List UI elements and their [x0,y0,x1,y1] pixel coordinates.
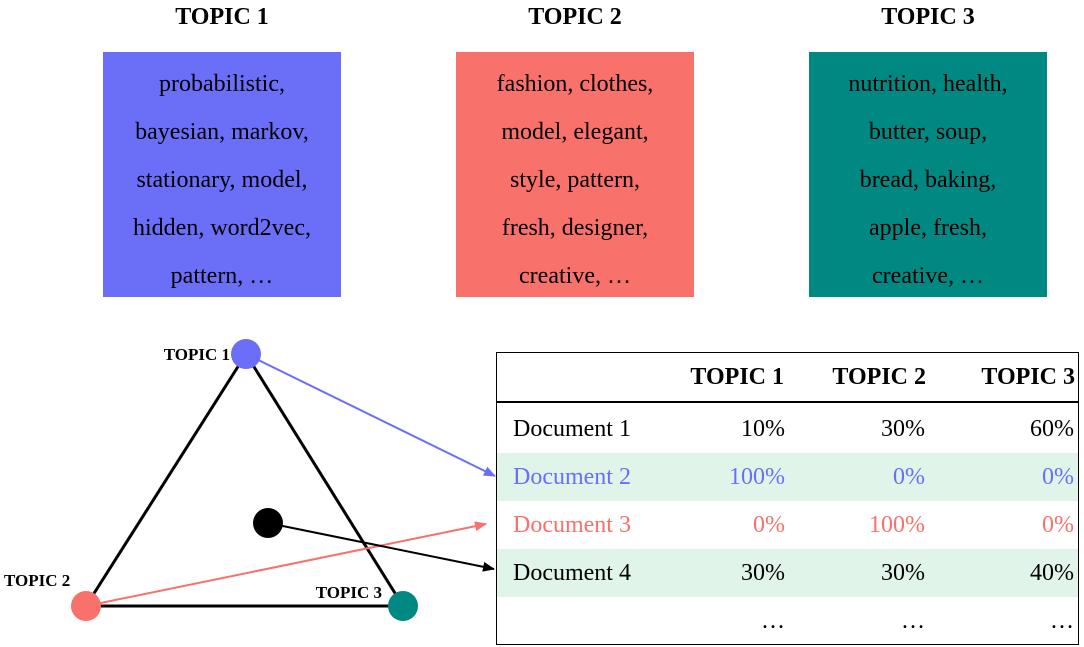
table-row: Document 3 0% 100% 0% [497,501,1078,549]
table-cell: 40% [1030,560,1074,586]
topic-2-word-line: style, pattern, [510,167,640,193]
document-topic-table: TOPIC 1 TOPIC 2 TOPIC 3 Document 1 10% 3… [496,352,1079,645]
topic-3-word-line: apple, fresh, [869,215,987,241]
table-cell: 30% [741,560,785,586]
arrow-point-to-document-4 [267,522,495,572]
table-header-cell: TOPIC 1 [690,364,784,390]
table-cell: 30% [881,416,925,442]
table-cell: … [1050,608,1074,634]
topic-3-word-line: creative, … [872,263,984,289]
table-cell: … [761,608,785,634]
topic-1-title: TOPIC 1 [175,4,269,30]
table-cell: 0% [893,464,925,490]
triangle-edge [244,353,405,607]
topic-2-title: TOPIC 2 [528,4,622,30]
topic-2-word-line: model, elegant, [501,119,649,145]
table-cell: … [901,608,925,634]
table-row: Document 4 30% 30% 40% [497,549,1078,597]
topic-3-word-line: bread, baking, [859,167,997,193]
document-4-point [253,508,283,538]
table-cell: 30% [881,560,925,586]
arrow-topic2-to-document-3 [85,521,487,607]
table-header-cell: TOPIC 3 [981,364,1075,390]
vertex-label-topic-2: TOPIC 2 [4,571,70,590]
vertex-label-topic-1: TOPIC 1 [164,345,230,364]
table-cell: Document 4 [513,560,631,586]
table-cell: 0% [1042,464,1074,490]
table-row: … … … [497,597,1078,645]
topic-1-word-line: bayesian, markov, [135,119,309,145]
table-cell: Document 1 [513,416,631,442]
topic-1-word-line: stationary, model, [136,167,308,193]
table-header-cell: TOPIC 2 [832,364,926,390]
table-cell: 0% [753,512,785,538]
topic-2-vertex-dot [71,591,101,621]
topic-1-word-line: probabilistic, [159,71,285,97]
triangle-edge [84,353,248,607]
arrow-topic1-to-document-2 [245,353,496,477]
table-header-row: TOPIC 1 TOPIC 2 TOPIC 3 [497,353,1078,401]
topic-3-vertex-dot [388,591,418,621]
topic-1-vertex-dot [231,339,261,369]
topic-3-word-box: nutrition, health, butter, soup, bread, … [809,52,1047,297]
topic-2-word-line: creative, … [519,263,631,289]
topic-3-word-line: butter, soup, [868,119,988,145]
topic-1-word-line: pattern, … [170,263,274,289]
table-cell: Document 3 [513,512,631,538]
table-row: Document 2 100% 0% 0% [497,453,1078,501]
table-header-divider [497,401,1078,403]
vertex-label-topic-3: TOPIC 3 [316,583,382,602]
table-cell: 10% [741,416,785,442]
topic-1-word-box: probabilistic, bayesian, markov, station… [103,52,341,297]
table-cell: 100% [869,512,925,538]
topic-2-word-line: fashion, clothes, [496,71,654,97]
topic-1-word-line: hidden, word2vec, [133,215,311,241]
topic-2-word-box: fashion, clothes, model, elegant, style,… [456,52,694,297]
topic-3-word-line: nutrition, health, [848,71,1008,97]
simplex-triangle [84,353,405,608]
table-cell: 0% [1042,512,1074,538]
table-row: Document 1 10% 30% 60% [497,405,1078,453]
table-cell: Document 2 [513,464,631,490]
topic-3-title: TOPIC 3 [881,4,975,30]
topic-2-word-line: fresh, designer, [501,215,649,241]
table-cell: 100% [729,464,785,490]
table-cell: 60% [1030,416,1074,442]
